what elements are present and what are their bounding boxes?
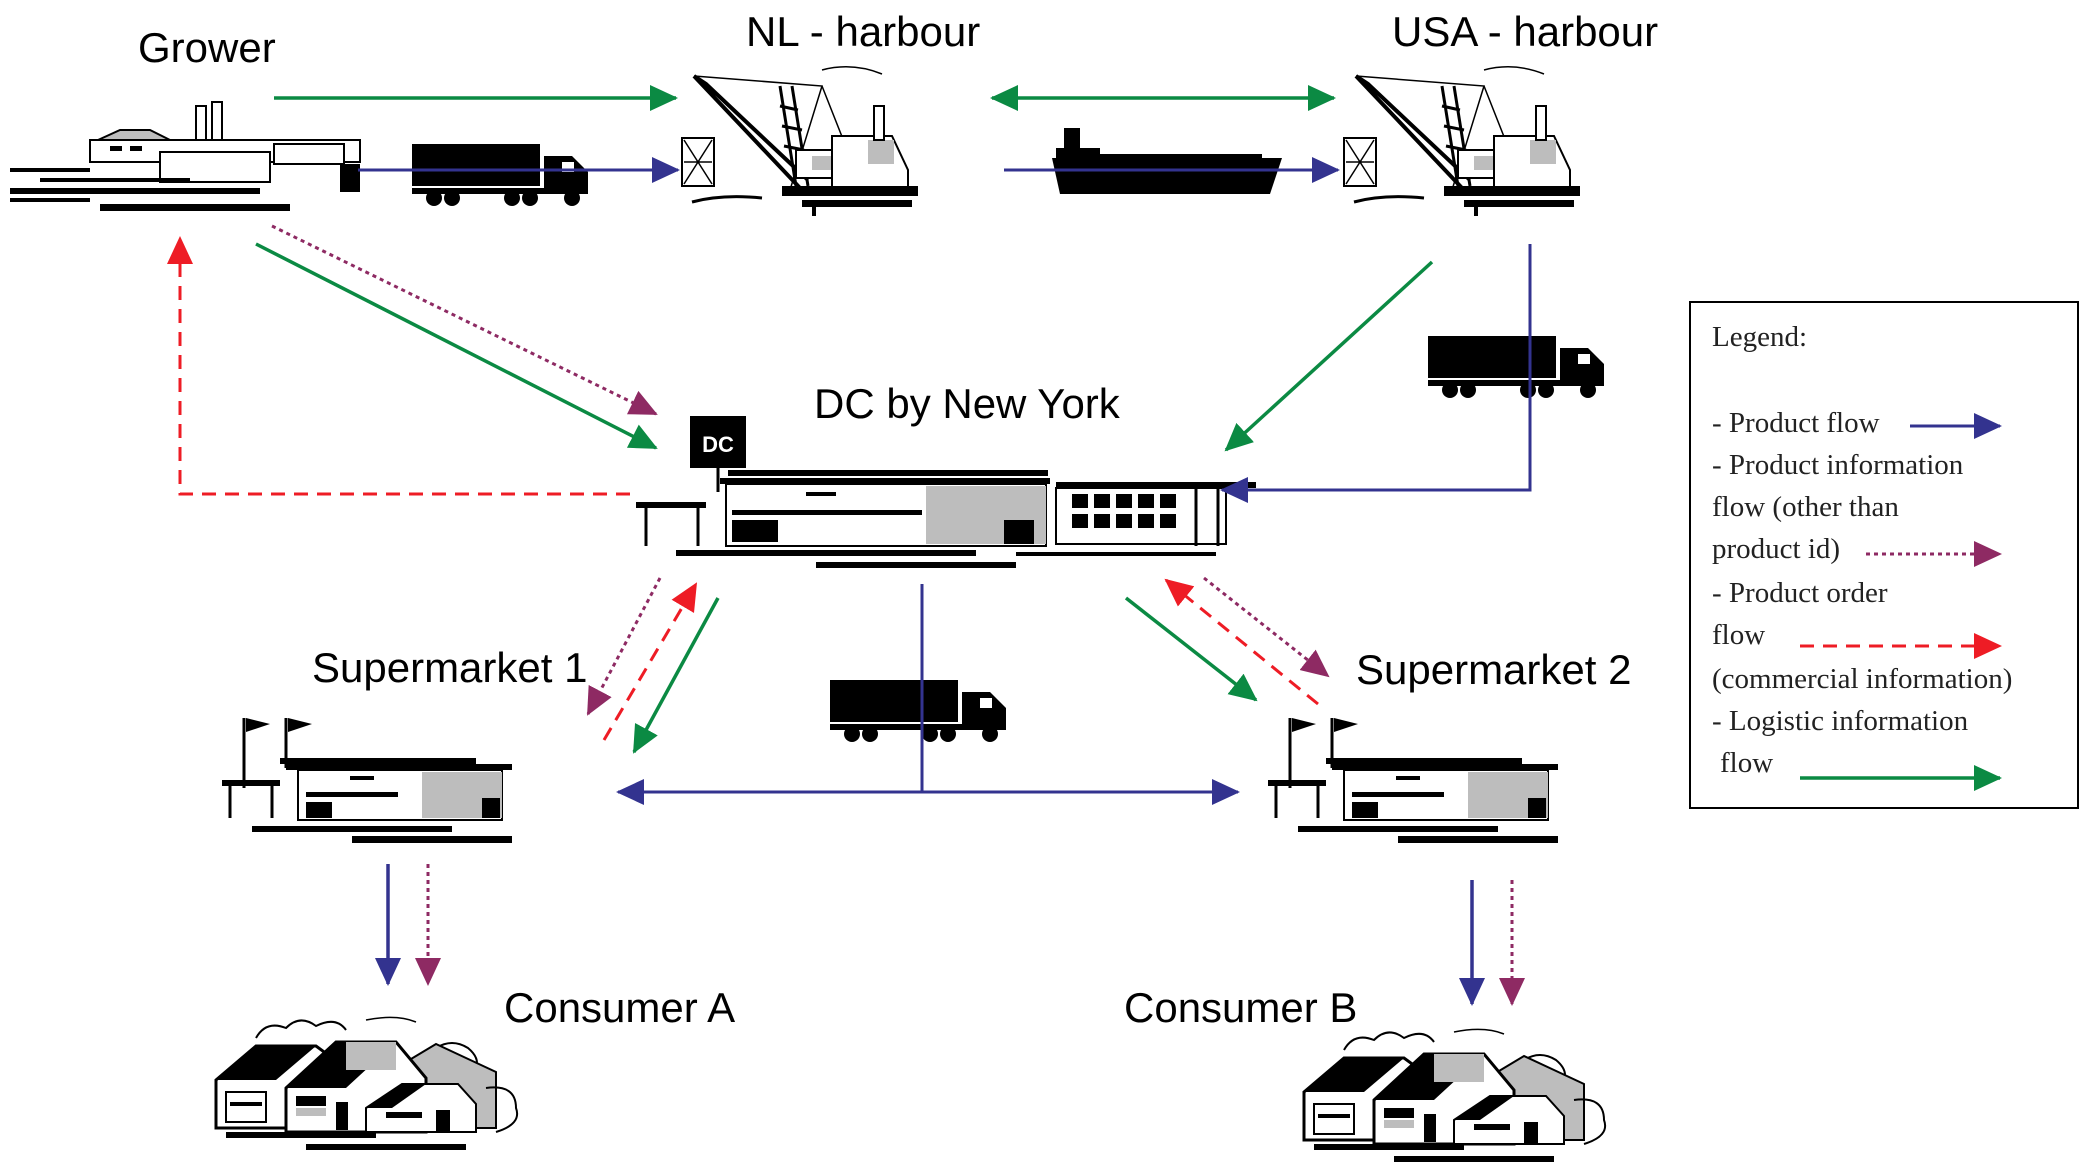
node-label-supermarket-1: Supermarket 1 xyxy=(312,644,587,691)
houses-icon xyxy=(216,1017,517,1150)
node-label-supermarket-2: Supermarket 2 xyxy=(1356,646,1631,693)
logistic-arrow-dc-sm2 xyxy=(1126,598,1256,700)
node-label-dc: DC by New York xyxy=(814,380,1121,427)
store-icon xyxy=(1268,718,1558,843)
legend-title: Legend: xyxy=(1712,321,1807,353)
legend-product-flow: - Product flow xyxy=(1712,407,1880,439)
legend-product-info-1: - Product information xyxy=(1712,449,1964,481)
legend-order-2: flow xyxy=(1712,619,1765,651)
logistic-arrow-dc-sm1 xyxy=(634,598,718,752)
warehouse-icon: DC xyxy=(636,416,1256,568)
cargo-ship-icon xyxy=(1052,128,1282,194)
legend: Legend: - Product flow - Product informa… xyxy=(1690,302,2078,808)
houses-icon xyxy=(1304,1029,1605,1162)
truck-icon xyxy=(412,144,588,206)
crane-icon xyxy=(1344,67,1580,216)
node-label-nl-harbour: NL - harbour xyxy=(746,8,980,55)
truck-icon xyxy=(1428,336,1604,398)
node-label-consumer-b: Consumer B xyxy=(1124,984,1357,1031)
logistic-arrow-grower-dc xyxy=(256,244,656,448)
info-arrow-grower-dc xyxy=(272,226,656,414)
legend-logistic-2: flow xyxy=(1720,747,1773,779)
node-label-consumer-a: Consumer A xyxy=(504,984,735,1031)
legend-order-3: (commercial information) xyxy=(1712,663,2012,695)
order-arrow-dc-grower xyxy=(180,238,630,494)
ship-icon xyxy=(10,102,360,211)
legend-order-1: - Product order xyxy=(1712,577,1888,609)
node-label-grower: Grower xyxy=(138,24,276,71)
legend-product-info-2: flow (other than xyxy=(1712,491,1899,523)
logistic-arrow-usa-dc xyxy=(1226,262,1432,450)
order-arrow-sm2-dc xyxy=(1166,580,1318,704)
dc-sign: DC xyxy=(702,432,734,457)
info-arrow-dc-sm1 xyxy=(588,578,660,714)
legend-logistic-1: - Logistic information xyxy=(1712,705,1969,737)
crane-icon xyxy=(682,67,918,216)
truck-icon xyxy=(830,680,1006,742)
node-label-usa-harbour: USA - harbour xyxy=(1392,8,1658,55)
store-icon xyxy=(222,718,512,843)
legend-product-info-3: product id) xyxy=(1712,533,1840,565)
